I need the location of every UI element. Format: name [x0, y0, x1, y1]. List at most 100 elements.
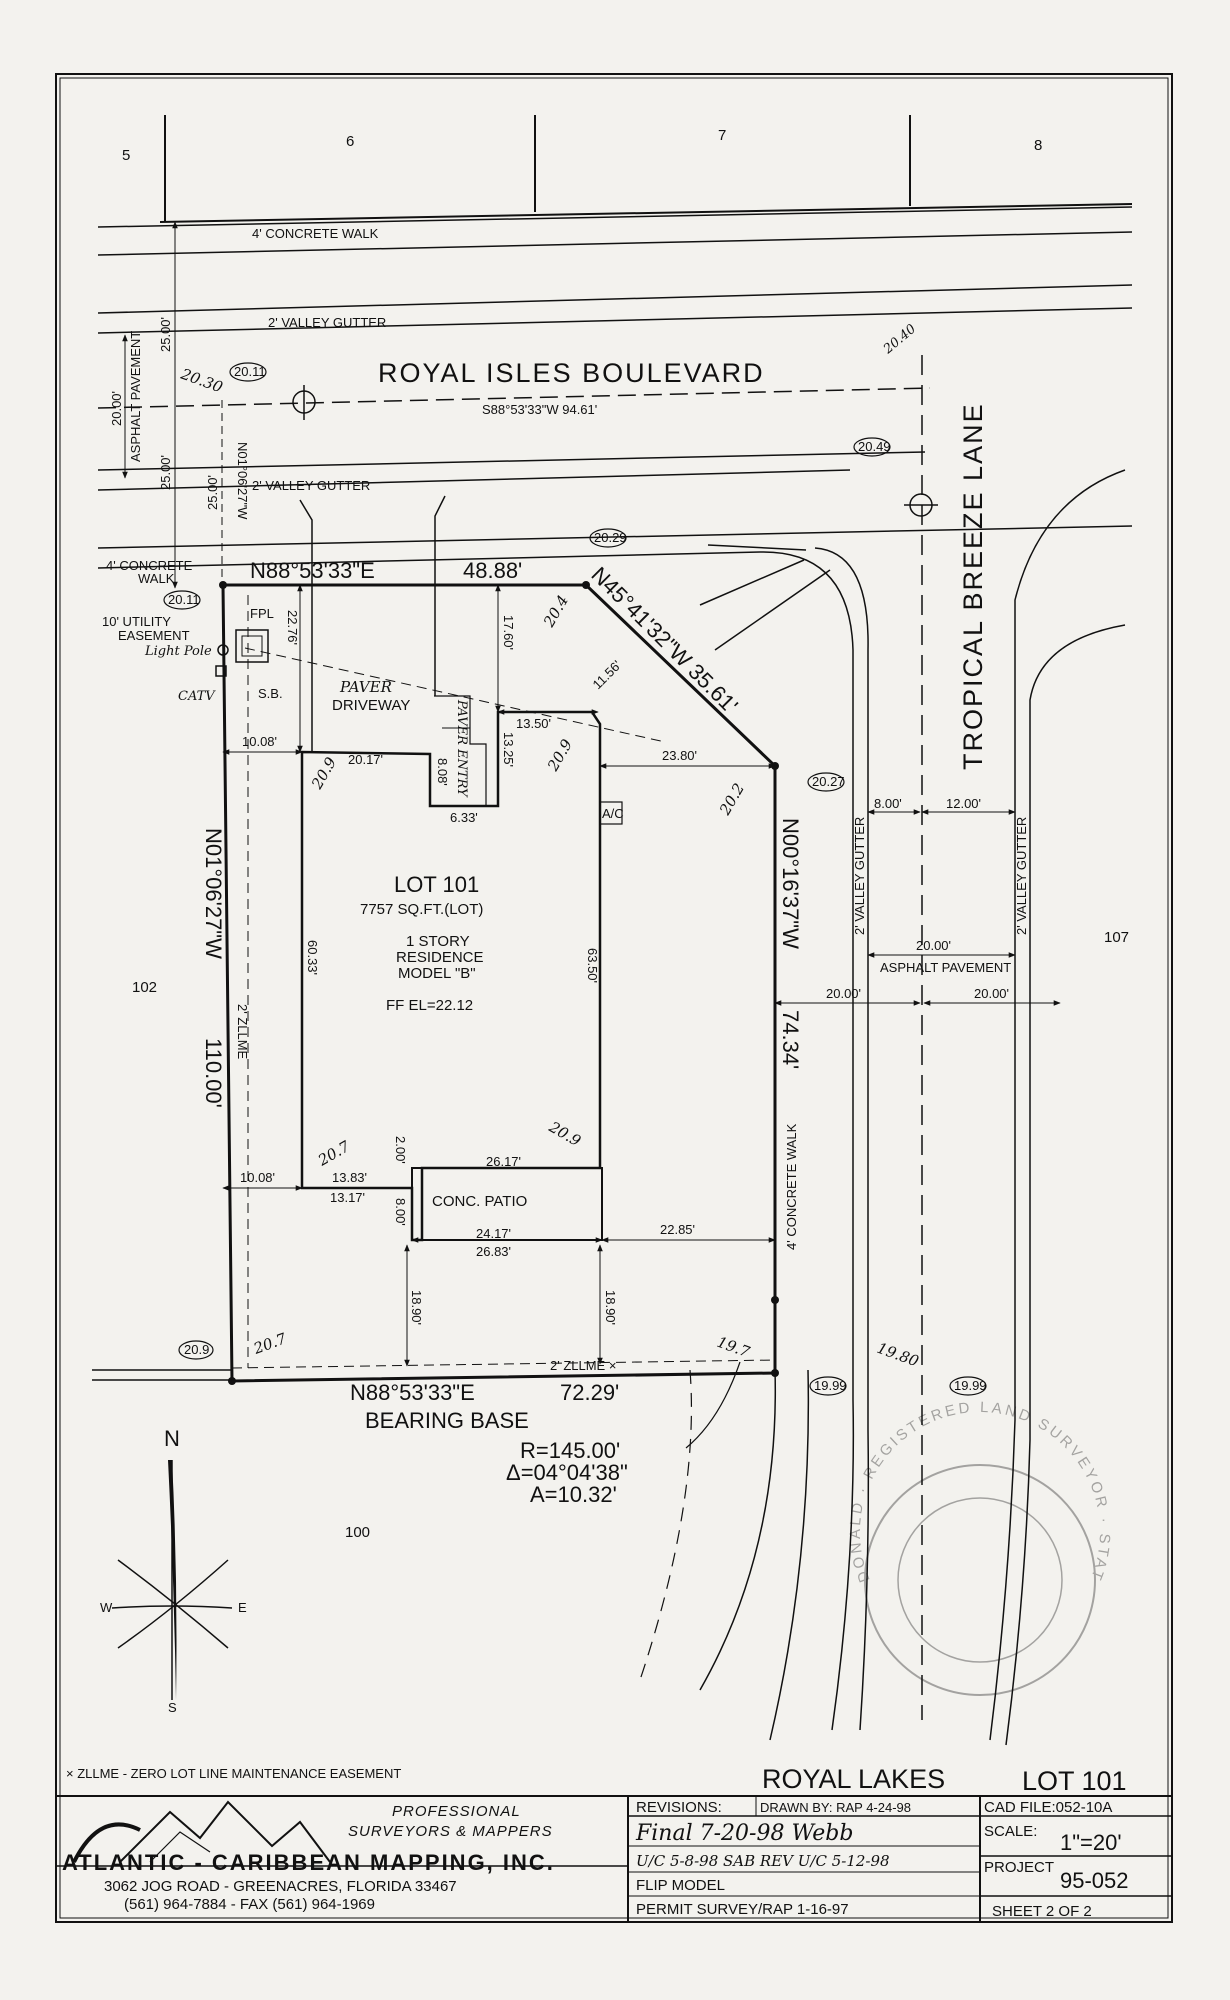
valley-gutter-mid-label: 2' VALLEY GUTTER	[252, 478, 370, 493]
driveway-label: DRIVEWAY	[332, 697, 410, 714]
utility-easement-2: EASEMENT	[118, 628, 190, 643]
project-number: 95-052	[1060, 1868, 1129, 1893]
south-length: 72.29'	[560, 1380, 619, 1405]
fpl-box	[235, 629, 269, 663]
company-name: ATLANTIC - CARIBBEAN MAPPING, INC.	[62, 1850, 555, 1875]
dim-23-80: 23.80'	[662, 748, 697, 763]
dim-13-83: 13.83'	[332, 1170, 367, 1185]
curve-data: R=145.00' Δ=04°04'38" A=10.32'	[506, 1361, 741, 1507]
revision-3: FLIP MODEL	[636, 1877, 725, 1894]
compass-w: W	[100, 1600, 113, 1615]
elev-20-7-house: 20.7	[314, 1137, 353, 1170]
dim-8: 8.00'	[874, 796, 902, 811]
sheet-number: SHEET 2 OF 2	[992, 1903, 1092, 1920]
dim-22-85: 22.85'	[660, 1222, 695, 1237]
ac-label: A/C	[602, 806, 624, 821]
royal-isles-boulevard: 4' CONCRETE WALK 2' VALLEY GUTTER ROYAL …	[97, 206, 1133, 589]
lot-7-label: 7	[718, 127, 726, 144]
curve-arc: A=10.32'	[530, 1482, 617, 1507]
east-length: 74.34'	[778, 1010, 803, 1069]
scale-value: 1"=20'	[1060, 1830, 1122, 1855]
concrete-walk-top-label: 4' CONCRETE WALK	[252, 226, 379, 241]
compass-s: S	[168, 1700, 177, 1715]
zllme-label: 2' ZLLME ×	[550, 1358, 616, 1373]
elev-20-9-sw: 20.9	[184, 1342, 209, 1357]
north-bearing: N88°53'33"E	[250, 558, 375, 583]
revision-4: PERMIT SURVEY/RAP 1-16-97	[636, 1901, 849, 1918]
dim-13-17: 13.17'	[330, 1190, 365, 1205]
lot-100-label: 100	[345, 1524, 370, 1541]
lot-6-label: 6	[346, 133, 354, 150]
residence-label: RESIDENCE	[396, 949, 484, 966]
dim-26-17: 26.17'	[486, 1154, 521, 1169]
elev-19-80: 19.80	[875, 1339, 922, 1371]
house-footprint: A/C LOT 101 7757 SQ.FT.(LOT) 1 STORY RES…	[222, 584, 776, 1367]
dim-10-08-a: 10.08'	[242, 734, 277, 749]
revisions-label: REVISIONS:	[636, 1799, 722, 1816]
concrete-walk-right-label: 4' CONCRETE WALK	[784, 1123, 799, 1250]
dim-11-56: 11.56'	[590, 657, 625, 692]
dim-17-60: 17.60'	[501, 615, 516, 650]
utilities: 10' UTILITY EASEMENT Light Pole CATV FPL…	[102, 606, 283, 704]
elev-20-11-b: 20.11	[168, 592, 200, 607]
lot-area: 7757 SQ.FT.(LOT)	[360, 901, 483, 918]
dim-20-17: 20.17'	[348, 752, 383, 767]
dim-20-a: 20.00'	[109, 391, 124, 426]
curve-delta: Δ=04°04'38"	[506, 1460, 628, 1485]
bearing-base-label: BEARING BASE	[365, 1408, 529, 1433]
dim-2-00: 2.00'	[393, 1136, 408, 1164]
patio-label: CONC. PATIO	[432, 1193, 527, 1210]
dim-18-90-b: 18.90'	[603, 1290, 618, 1325]
west-length: 110.00'	[201, 1038, 226, 1108]
dim-20-left: 20.00'	[826, 986, 861, 1001]
cad-file: CAD FILE:052-10A	[984, 1799, 1112, 1816]
tropical-breeze-lane-label: TROPICAL BREEZE LANE	[958, 402, 988, 770]
compass-n: N	[164, 1426, 180, 1451]
dim-60-33: 60.33'	[305, 940, 320, 975]
revision-1: Final 7-20-98 Webb	[635, 1821, 853, 1846]
company-phones: (561) 964-7884 - FAX (561) 964-1969	[124, 1896, 375, 1913]
dim-22-76: 22.76'	[285, 610, 300, 645]
diagonal-bearing: N45°41'32"W 35.61'	[586, 562, 742, 718]
utility-easement-1: 10' UTILITY	[102, 614, 171, 629]
elev-20-9-mid: 20.9	[543, 736, 576, 775]
elev-20-49: 20.49	[858, 439, 891, 454]
elev-20-9-left: 20.9	[307, 754, 340, 793]
lot-107-label: 107	[1104, 929, 1129, 946]
elev-20-40: 20.40	[880, 322, 919, 358]
company-logo	[72, 1800, 331, 1863]
dim-13-50: 13.50'	[516, 716, 551, 731]
north-lots: 5 6 7 8	[122, 115, 1133, 223]
dim-13-25: 13.25'	[501, 732, 516, 767]
north-length: 48.88'	[463, 558, 522, 583]
dim-8-00: 8.00'	[393, 1198, 408, 1226]
dim-8-08: 8.08'	[435, 758, 450, 786]
fpl-label: FPL	[250, 606, 274, 621]
dim-18-90-a: 18.90'	[409, 1290, 424, 1325]
catv-box	[215, 665, 227, 677]
project-lot: LOT 101	[1022, 1766, 1127, 1796]
dim-20-asphalt: 20.00'	[916, 938, 951, 953]
concrete-walk-left-2: WALK	[138, 571, 175, 586]
dim-6-33: 6.33'	[450, 810, 478, 825]
valley-gutter-top-label: 2' VALLEY GUTTER	[268, 315, 386, 330]
drawn-by: DRAWN BY: RAP 4-24-98	[760, 1800, 911, 1815]
dim-26-83: 26.83'	[476, 1244, 511, 1259]
tropical-breeze-lane: TROPICAL BREEZE LANE 2' VALLEY GUTTER 2'…	[639, 355, 1126, 1746]
project-name: ROYAL LAKES	[762, 1764, 945, 1794]
valley-gutter-right-2: 2' VALLEY GUTTER	[1014, 817, 1029, 935]
seal-text: DONALD · REGISTERED LAND SURVEYOR · STAT…	[0, 0, 1110, 1585]
elev-19-7: 19.7	[715, 1333, 753, 1361]
dim-12: 12.00'	[946, 796, 981, 811]
dim-2-zllme: 2' ZLLME	[235, 1004, 250, 1060]
elev-20-29: 20.29	[594, 530, 627, 545]
dim-63-50: 63.50'	[585, 948, 600, 983]
light-pole-icon	[217, 644, 229, 656]
dim-20-right: 20.00'	[974, 986, 1009, 1001]
company-address: 3062 JOG ROAD - GREENACRES, FLORIDA 3346…	[104, 1878, 457, 1895]
catv-label: CATV	[178, 689, 216, 704]
centerline-symbol-lane	[904, 493, 938, 517]
south-bearing: N88°53'33"E	[350, 1380, 475, 1405]
lot-5-label: 5	[122, 147, 130, 164]
title-block: PROFESSIONAL SURVEYORS & MAPPERS ATLANTI…	[55, 1795, 1173, 1923]
